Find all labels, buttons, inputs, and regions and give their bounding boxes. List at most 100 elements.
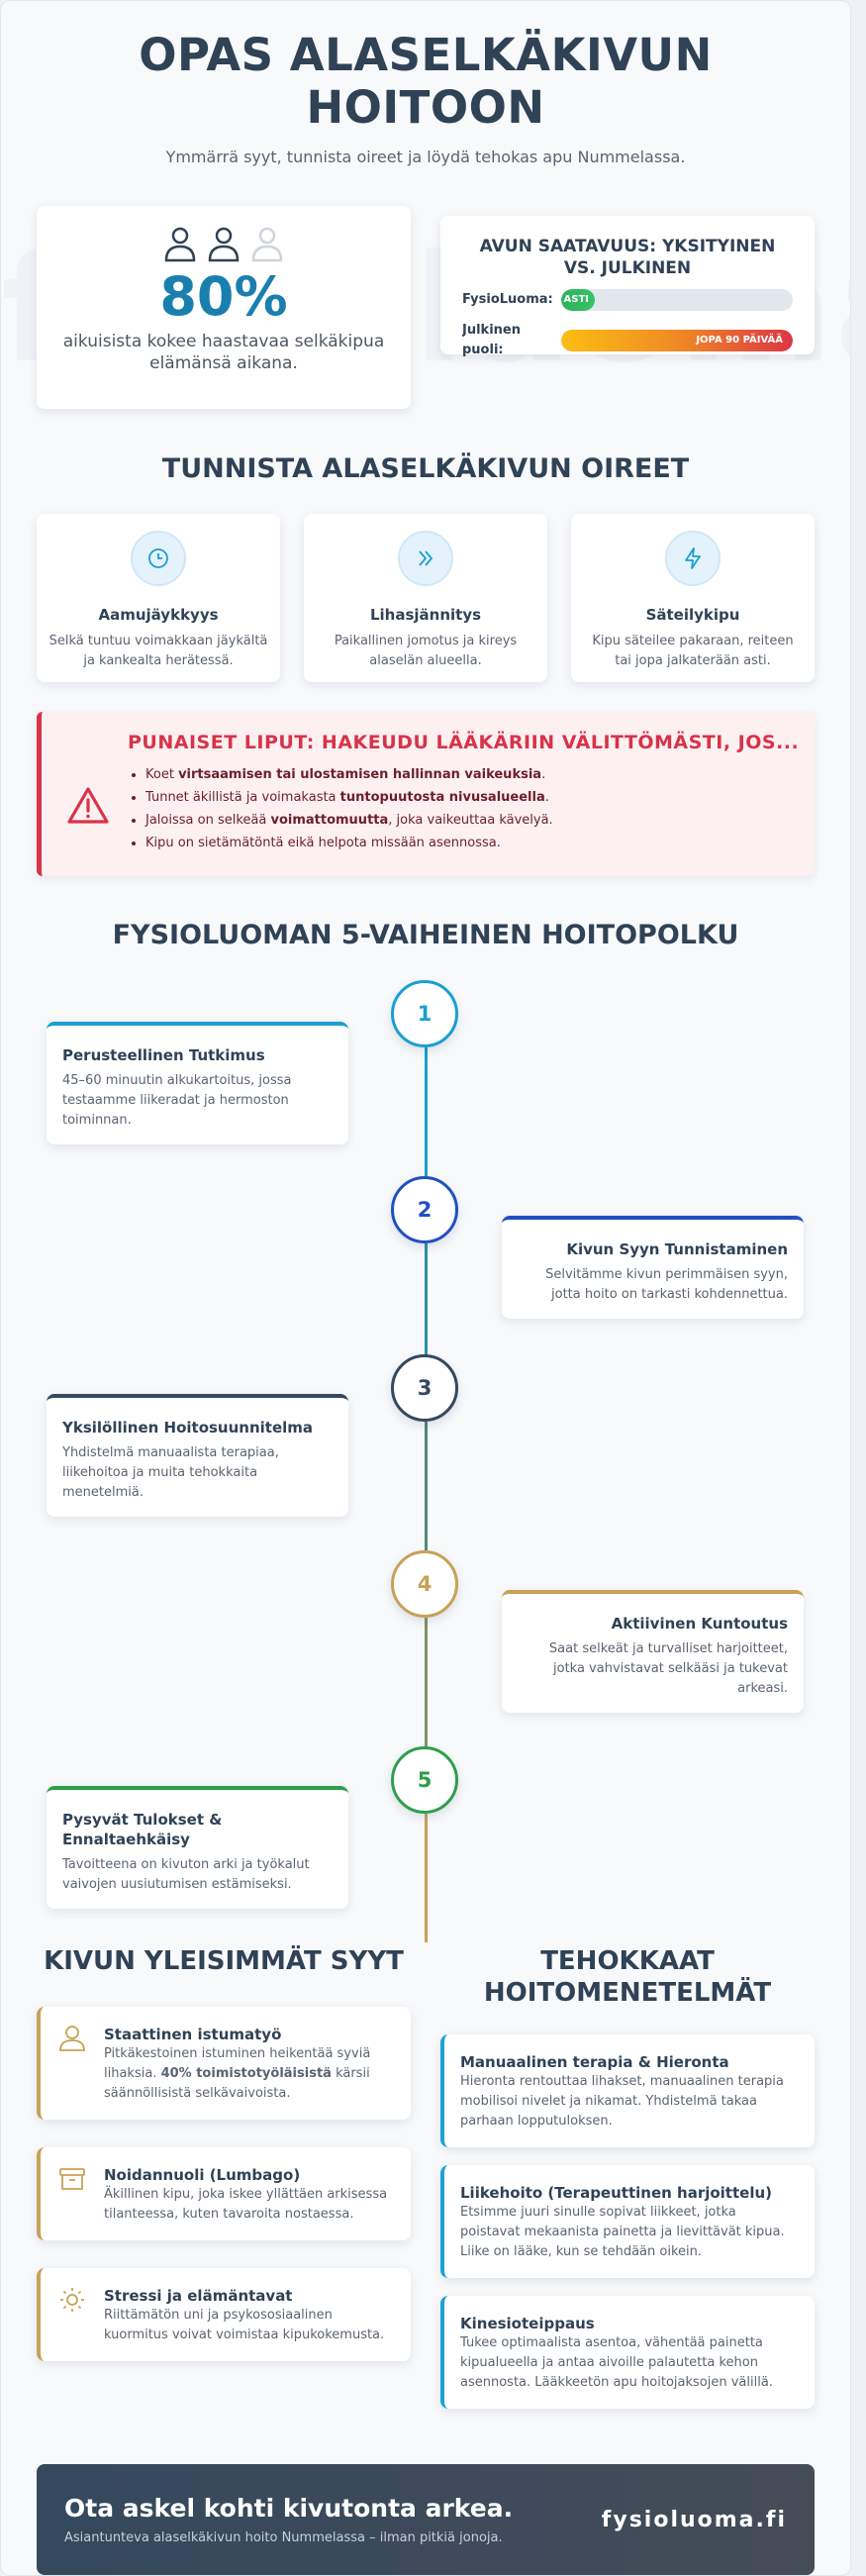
symptom-title: Aamujäykkyys — [98, 606, 219, 624]
step-number-1: 1 — [391, 980, 458, 1047]
timeline-connector — [425, 1814, 428, 1942]
timeline-connector — [425, 1618, 428, 1746]
method-text: Tukee optimaalista asentoa, vähentää pai… — [460, 2335, 773, 2390]
cause-card: Staattinen istumatyö Pitkäkestoinen istu… — [37, 2007, 411, 2120]
bar-fill-private: ASTI — [561, 289, 595, 311]
cause-title: Noidannuoli (Lumbago) — [104, 2166, 301, 2184]
methods-column: TEHOKKAAT HOITOMENETELMÄT Manuaalinen te… — [440, 1945, 815, 2409]
hero: OPAS ALASELKÄKIVUN HOITOON Ymmärrä syyt,… — [37, 1, 815, 166]
availability-row-public: Julkinen puoli: JOPA 90 PÄIVÄÄ — [462, 321, 793, 360]
prevalence-stat-card: 80% aikuisista kokee haastavaa selkäkipu… — [37, 206, 411, 409]
availability-row-private: FysioLuoma: ASTI — [462, 289, 793, 311]
step-title: Yksilöllinen Hoitosuunnitelma — [62, 1419, 314, 1437]
cta-subtitle: Asiantunteva alaselkäkivun hoito Nummela… — [64, 2530, 503, 2545]
cta-title: Ota askel kohti kivutonta arkea. — [64, 2494, 514, 2523]
symptom-text: Selkä tuntuu voimakkaan jäykältä ja kank… — [48, 634, 268, 668]
double-chevron-icon — [398, 531, 453, 586]
treatment-timeline: 1 Perusteellinen Tutkimus 45–60 minuutin… — [37, 980, 815, 1942]
timeline-connector — [425, 1422, 428, 1550]
person-icon — [208, 227, 240, 262]
timeline-connector — [425, 1243, 428, 1354]
cause-text: Äkillinen kipu, joka iskee yllättäen ark… — [104, 2187, 388, 2222]
symptoms-section-title: TUNNISTA ALASELKÄKIVUN OIREET — [161, 453, 690, 484]
brand-link[interactable]: fysioluoma.fi — [601, 2507, 787, 2532]
step-number-2: 2 — [391, 1176, 458, 1243]
step-title: Kivun Syyn Tunnistaminen — [566, 1240, 788, 1258]
bar-label: Julkinen puoli: — [462, 323, 521, 357]
step-title: Aktiivinen Kuntoutus — [611, 1615, 788, 1633]
cause-text: Riittämätön uni ja psykososiaalinen kuor… — [104, 2308, 385, 2342]
red-flags-alert: PUNAISET LIPUT: HAKEUDU LÄÄKÄRIIN VÄLITT… — [37, 712, 815, 876]
stat-value: 80% — [159, 265, 288, 328]
symptoms-grid: Aamujäykkyys Selkä tuntuu voimakkaan jäy… — [37, 514, 815, 682]
symptom-text: Kipu säteilee pakaraan, reiteen tai jopa… — [592, 634, 794, 668]
step-card-4: Aktiivinen Kuntoutus Saat selkeät ja tur… — [502, 1590, 804, 1713]
person-icon-faded — [251, 227, 283, 262]
symptom-title: Lihasjännitys — [369, 606, 482, 624]
stats-row: 80% aikuisista kokee haastavaa selkäkipu… — [37, 206, 815, 409]
lightning-icon — [665, 531, 721, 586]
method-card: Kinesioteippaus Tukee optimaalista asent… — [440, 2296, 815, 2409]
red-flags-title: PUNAISET LIPUT: HAKEUDU LÄÄKÄRIIN VÄLITT… — [128, 732, 800, 753]
step-number-3: 3 — [391, 1354, 458, 1422]
person-icon — [164, 227, 196, 262]
cause-title: Stressi ja elämäntavat — [104, 2287, 293, 2305]
symptom-text: Paikallinen jomotus ja kireys alaselän a… — [334, 634, 518, 668]
method-card: Manuaalinen terapia & Hieronta Hieronta … — [440, 2034, 815, 2147]
cta-banner: Ota askel kohti kivutonta arkea. Asiantu… — [37, 2464, 815, 2575]
availability-card: AVUN SAATAVUUS: YKSITYINEN VS. JULKINEN … — [440, 216, 815, 357]
sun-icon — [58, 2286, 86, 2345]
step-title: Perusteellinen Tutkimus — [62, 1046, 265, 1064]
bar-track: ASTI — [561, 289, 793, 311]
cause-title: Staattinen istumatyö — [104, 2026, 282, 2043]
people-icons — [37, 226, 411, 263]
method-title: Liikehoito (Terapeuttinen harjoittelu) — [460, 2184, 772, 2202]
step-card-3: Yksilöllinen Hoitosuunnitelma Yhdistelmä… — [47, 1394, 348, 1517]
step-text: Saat selkeät ja turvalliset harjoitteet,… — [548, 1641, 788, 1696]
box-icon — [58, 2165, 86, 2225]
method-title: Kinesioteippaus — [460, 2315, 595, 2332]
availability-title: AVUN SAATAVUUS: YKSITYINEN VS. JULKINEN — [479, 237, 776, 278]
methods-section-title: TEHOKKAAT HOITOMENETELMÄT — [483, 1946, 772, 2008]
bar-label: FysioLuoma: — [462, 292, 553, 307]
bar-fill-public: JOPA 90 PÄIVÄÄ — [561, 330, 793, 351]
causes-and-methods: KIVUN YLEISIMMÄT SYYT Staattinen istumat… — [37, 1945, 815, 2409]
cause-card: Noidannuoli (Lumbago) Äkillinen kipu, jo… — [37, 2147, 411, 2240]
cause-card: Stressi ja elämäntavat Riittämätön uni j… — [37, 2268, 411, 2361]
bar-track: JOPA 90 PÄIVÄÄ — [561, 330, 793, 351]
red-flag-item: Tunnet äkillistä ja voimakasta tuntopuut… — [145, 786, 799, 809]
causes-section-title: KIVUN YLEISIMMÄT SYYT — [44, 1946, 404, 1976]
warning-triangle-icon — [66, 786, 110, 876]
person-icon — [58, 2025, 86, 2104]
stat-description: aikuisista kokee haastavaa selkäkipua el… — [62, 332, 385, 373]
method-text: Hieronta rentouttaa lihakset, manuaaline… — [460, 2074, 784, 2129]
clock-icon — [131, 531, 186, 586]
step-title: Pysyvät Tulokset & Ennaltaehkäisy — [62, 1811, 223, 1848]
method-title: Manuaalinen terapia & Hieronta — [460, 2053, 729, 2071]
cause-text: Pitkäkestoinen istuminen heikentää syviä… — [104, 2046, 371, 2101]
step-text: Tavoitteena on kivuton arki ja työkalut … — [62, 1857, 310, 1892]
page-title: OPAS ALASELKÄKIVUN HOITOON — [139, 29, 713, 134]
step-card-2: Kivun Syyn Tunnistaminen Selvitämme kivu… — [502, 1216, 804, 1319]
red-flags-list: Koet virtsaamisen tai ulostamisen hallin… — [128, 763, 799, 854]
step-text: 45–60 minuutin alkukartoitus, jossa test… — [62, 1073, 292, 1128]
timeline-connector — [425, 1047, 428, 1176]
symptom-card: Säteilykipu Kipu säteilee pakaraan, reit… — [571, 514, 815, 682]
step-text: Yhdistelmä manuaalista terapiaa, liikeho… — [62, 1445, 279, 1500]
step-text: Selvitämme kivun perimmäisen syyn, jotta… — [545, 1267, 788, 1302]
pathway-section-title: FYSIOLUOMAN 5-VAIHEINEN HOITOPOLKU — [112, 920, 739, 950]
causes-column: KIVUN YLEISIMMÄT SYYT Staattinen istumat… — [37, 1945, 411, 2409]
step-number-5: 5 — [391, 1746, 458, 1814]
method-text: Etsimme juuri sinulle sopivat liikkeet, … — [460, 2205, 785, 2259]
red-flag-item: Jaloissa on selkeää voimattomuutta, joka… — [145, 809, 799, 832]
symptom-card: Lihasjännitys Paikallinen jomotus ja kir… — [304, 514, 547, 682]
red-flag-item: Kipu on sietämätöntä eikä helpota missää… — [145, 832, 799, 854]
red-flag-item: Koet virtsaamisen tai ulostamisen hallin… — [145, 763, 799, 786]
symptom-title: Säteilykipu — [645, 606, 740, 624]
step-card-1: Perusteellinen Tutkimus 45–60 minuutin a… — [47, 1022, 348, 1144]
symptom-card: Aamujäykkyys Selkä tuntuu voimakkaan jäy… — [37, 514, 280, 682]
step-number-4: 4 — [391, 1550, 458, 1618]
page-subtitle: Ymmärrä syyt, tunnista oireet ja löydä t… — [165, 148, 686, 166]
method-card: Liikehoito (Terapeuttinen harjoittelu) E… — [440, 2165, 815, 2278]
